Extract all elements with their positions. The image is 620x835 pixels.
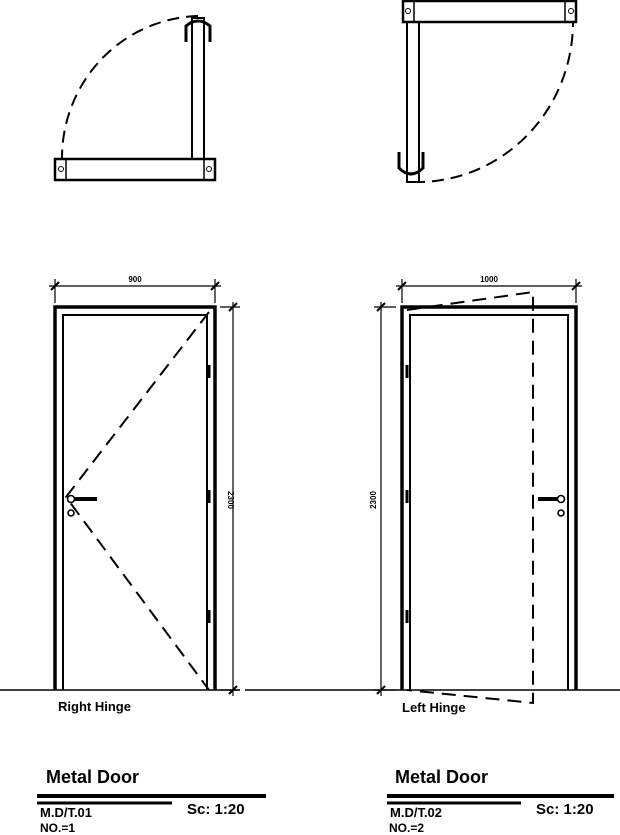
door2-code: M.D/T.02 bbox=[390, 805, 442, 820]
door2-width-dimension bbox=[396, 279, 582, 303]
door2-height-dimension bbox=[374, 302, 396, 696]
door1-plan-wall bbox=[53, 157, 217, 182]
door2-scale: Sc: 1:20 bbox=[536, 801, 594, 818]
door1-frame-outer bbox=[53, 305, 217, 690]
door2-plan-swing-arc bbox=[412, 21, 574, 184]
door1-number: NO.=1 bbox=[40, 821, 75, 835]
door1-opening-indicator bbox=[64, 311, 210, 691]
door1-frame-inner bbox=[62, 314, 208, 690]
door1-title-block: Metal Door M.D/T.01 Sc: 1:20 NO.=1 bbox=[37, 767, 266, 835]
door1-elevation: 900 2300 Right Hinge bbox=[49, 275, 240, 714]
door2-title-block: Metal Door M.D/T.02 Sc: 1:20 NO.=2 bbox=[387, 767, 614, 835]
door1-scale: Sc: 1:20 bbox=[187, 801, 245, 818]
door1-height-dim-label: 2300 bbox=[226, 491, 235, 509]
door2-opening-indicator bbox=[406, 290, 534, 705]
door1-plan-view bbox=[53, 15, 217, 182]
door2-title: Metal Door bbox=[395, 767, 488, 787]
door2-height-dim-label: 2300 bbox=[369, 491, 378, 509]
door2-frame-outer bbox=[400, 305, 578, 690]
door2-handle bbox=[538, 494, 566, 517]
door2-plan-handle bbox=[397, 152, 425, 176]
door1-code: M.D/T.01 bbox=[40, 805, 92, 820]
door2-frame-inner bbox=[409, 314, 569, 690]
door2-plan-wall bbox=[401, 0, 578, 24]
door1-plan-leaf bbox=[191, 17, 205, 160]
door2-hinge-label: Left Hinge bbox=[402, 700, 466, 715]
door1-handle bbox=[66, 494, 97, 517]
door1-plan-handle bbox=[184, 19, 212, 42]
door1-height-dimension bbox=[220, 302, 240, 696]
door1-plan-swing-arc bbox=[61, 15, 199, 159]
door1-width-dim-label: 900 bbox=[128, 275, 142, 284]
door2-number: NO.=2 bbox=[389, 821, 424, 835]
door2-plan-leaf bbox=[406, 21, 420, 183]
door1-hinge-label: Right Hinge bbox=[58, 699, 131, 714]
door2-plan-view bbox=[397, 0, 578, 184]
door2-elevation: 1000 2300 Left Hinge bbox=[369, 275, 582, 715]
door2-width-dim-label: 1000 bbox=[480, 275, 498, 284]
door1-title: Metal Door bbox=[46, 767, 139, 787]
door1-width-dimension bbox=[49, 279, 221, 303]
